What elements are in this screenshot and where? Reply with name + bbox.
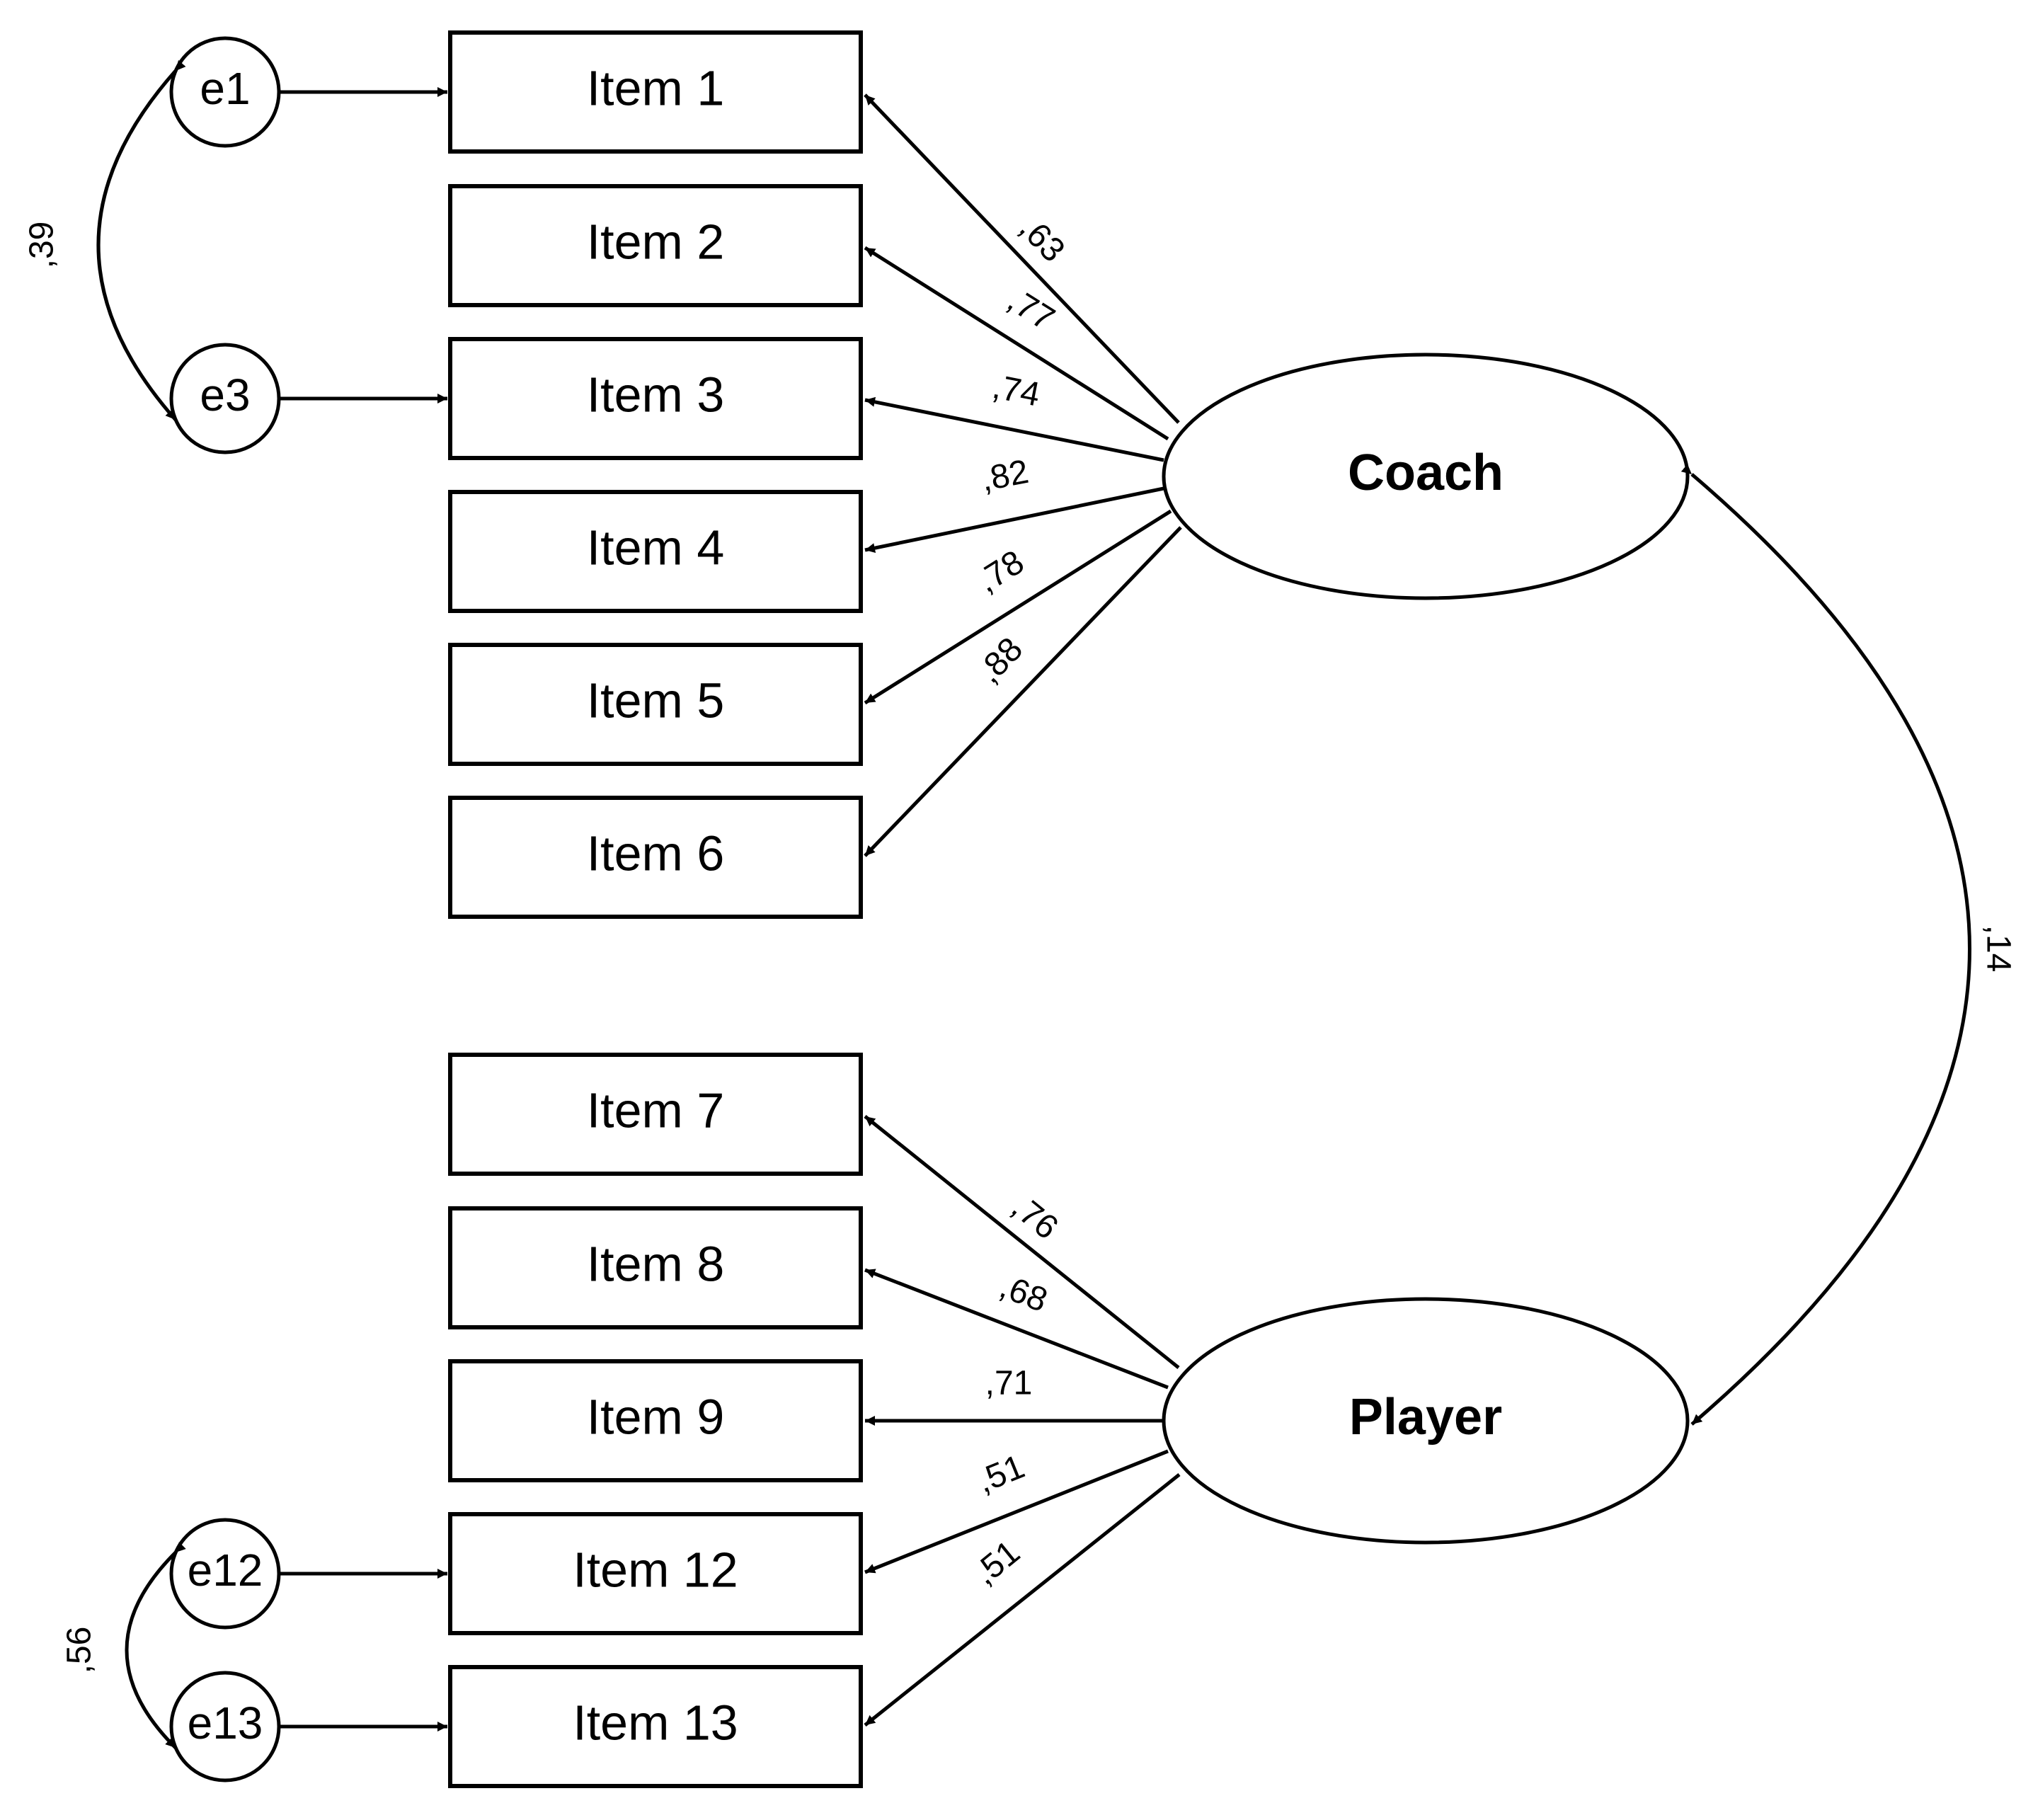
item-label: Item 13: [573, 1695, 738, 1750]
item-box-6: Item 6: [448, 796, 863, 919]
item-label: Item 8: [587, 1236, 725, 1291]
loading-arrow-item2: [864, 246, 1169, 441]
loading-label: ,74: [990, 368, 1043, 414]
loading-label: ,71: [985, 1365, 1033, 1402]
loading-arrow-item7: [864, 1115, 1180, 1369]
item-box-9: Item 9: [448, 1359, 863, 1482]
error-label: e3: [200, 370, 250, 420]
error-e13: e13: [169, 1671, 281, 1782]
loading-arrow-item3: [864, 396, 1164, 462]
loading-arrow-item8: [864, 1268, 1169, 1390]
loading-arrow-item6: [864, 526, 1182, 857]
covariance-label: ,39: [23, 222, 61, 269]
loading-arrow-item12: [864, 1449, 1169, 1574]
item-box-3: Item 3: [448, 337, 863, 460]
item-label: Item 5: [587, 673, 725, 728]
covariance-e1-e3: [96, 59, 186, 421]
item-box-8: Item 8: [448, 1206, 863, 1329]
loading-label: ,51: [972, 1448, 1030, 1500]
item-label: Item 1: [587, 60, 725, 115]
item-label: Item 3: [587, 367, 725, 422]
loading-label: ,51: [967, 1533, 1027, 1592]
item-box-2: Item 2: [448, 184, 863, 307]
error-e1: e1: [169, 36, 281, 148]
latent-coach: Coach: [1162, 353, 1690, 600]
error-e12: e12: [169, 1518, 281, 1630]
error-e3: e3: [169, 343, 281, 454]
error-label: e12: [188, 1545, 263, 1596]
error-label: e13: [188, 1698, 263, 1749]
loading-label: ,78: [970, 543, 1031, 600]
item-box-1: Item 1: [448, 30, 863, 154]
covariance-label: ,14: [1979, 925, 2017, 973]
loading-label: ,76: [1004, 1188, 1065, 1247]
item-box-13: Item 13: [448, 1665, 863, 1788]
latent-label: Coach: [1348, 445, 1504, 501]
loading-arrow-item5: [864, 509, 1172, 705]
item-label: Item 2: [587, 214, 725, 269]
item-label: Item 12: [573, 1542, 738, 1597]
covariance-e12-e13: [125, 1542, 186, 1749]
loading-label: ,82: [978, 453, 1032, 499]
covariance-coach-player: [1680, 464, 1971, 1426]
loading-arrow-item13: [864, 1473, 1181, 1727]
loading-arrow-item1: [864, 93, 1180, 424]
item-box-4: Item 4: [448, 490, 863, 613]
covariance-label: ,56: [61, 1627, 98, 1674]
loading-label: ,88: [970, 631, 1030, 691]
error-label: e1: [200, 63, 250, 114]
item-box-7: Item 7: [448, 1053, 863, 1176]
loading-arrow-item4: [864, 486, 1164, 554]
loading-label: ,68: [995, 1268, 1052, 1320]
latent-label: Player: [1349, 1389, 1502, 1446]
item-box-5: Item 5: [448, 643, 863, 766]
item-label: Item 6: [587, 825, 725, 881]
latent-player: Player: [1162, 1297, 1690, 1545]
item-label: Item 9: [587, 1389, 725, 1444]
item-box-12: Item 12: [448, 1512, 863, 1635]
item-label: Item 7: [587, 1082, 725, 1138]
item-label: Item 4: [587, 520, 725, 575]
